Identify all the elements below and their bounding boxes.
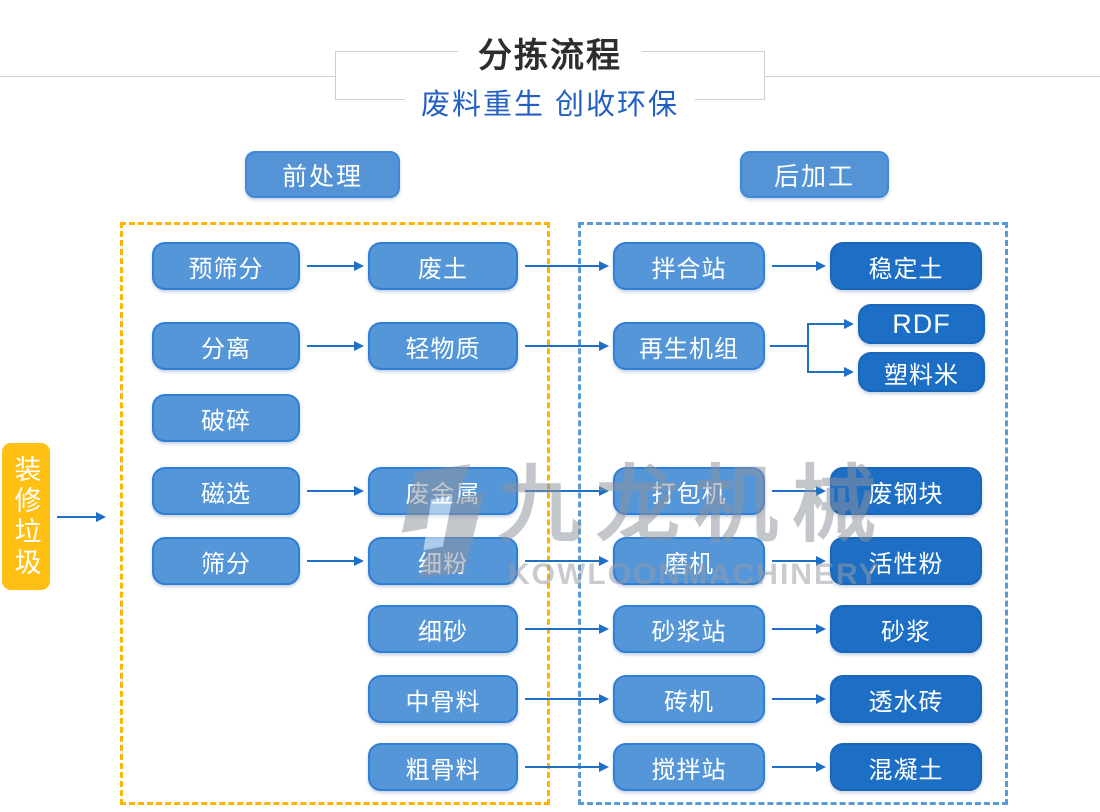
node-crushing: 破碎 bbox=[152, 394, 300, 442]
flow-arrow bbox=[772, 694, 826, 704]
page-subtitle: 废料重生 创收环保 bbox=[404, 81, 696, 123]
flow-arrow bbox=[525, 624, 609, 634]
node-fine-powder: 细粉 bbox=[368, 537, 518, 585]
header-line-right bbox=[763, 76, 1100, 77]
node-plastic-pellets: 塑料米 bbox=[858, 352, 985, 392]
flow-arrow bbox=[307, 341, 364, 351]
node-mortar: 砂浆 bbox=[830, 605, 982, 653]
node-rdf: RDF bbox=[858, 304, 985, 344]
node-coarse-aggregate: 粗骨料 bbox=[368, 743, 518, 791]
node-scrap-steel-block: 废钢块 bbox=[830, 467, 982, 515]
node-light-material: 轻物质 bbox=[368, 322, 518, 370]
flow-arrow bbox=[525, 694, 609, 704]
node-active-powder: 活性粉 bbox=[830, 537, 982, 585]
node-magnetic-separation: 磁选 bbox=[152, 467, 300, 515]
flow-arrow bbox=[525, 341, 609, 351]
node-screening: 筛分 bbox=[152, 537, 300, 585]
node-permeable-brick: 透水砖 bbox=[830, 675, 982, 723]
node-scrap-metal: 废金属 bbox=[368, 467, 518, 515]
node-source-decoration-waste: 装修垃圾 bbox=[2, 443, 50, 590]
flow-arrow bbox=[307, 556, 364, 566]
flow-arrow bbox=[807, 319, 854, 329]
node-mortar-station: 砂浆站 bbox=[613, 605, 765, 653]
flow-connector bbox=[807, 323, 809, 347]
node-concrete: 混凝土 bbox=[830, 743, 982, 791]
page-title: 分拣流程 bbox=[458, 28, 642, 77]
post-processing-region bbox=[578, 222, 1008, 805]
flow-arrow bbox=[772, 556, 826, 566]
node-mixing-station: 拌合站 bbox=[613, 242, 765, 290]
flow-arrow bbox=[525, 762, 609, 772]
flow-arrow bbox=[307, 486, 364, 496]
flow-arrow bbox=[525, 261, 609, 271]
flow-connector bbox=[770, 345, 808, 347]
pre-processing-region bbox=[120, 222, 550, 805]
flow-arrow bbox=[307, 261, 364, 271]
node-pre-screening: 预筛分 bbox=[152, 242, 300, 290]
flow-arrow bbox=[772, 261, 826, 271]
flow-arrow bbox=[772, 624, 826, 634]
flow-arrow bbox=[525, 556, 609, 566]
node-separation: 分离 bbox=[152, 322, 300, 370]
flow-arrow bbox=[807, 367, 854, 377]
node-mixing-plant: 搅拌站 bbox=[613, 743, 765, 791]
node-regeneration-unit: 再生机组 bbox=[613, 322, 765, 370]
node-baler: 打包机 bbox=[613, 467, 765, 515]
node-brick-machine: 砖机 bbox=[613, 675, 765, 723]
flow-connector bbox=[807, 345, 809, 373]
flow-arrow bbox=[525, 486, 609, 496]
stage-label-pre-processing: 前处理 bbox=[245, 151, 400, 198]
node-medium-aggregate: 中骨料 bbox=[368, 675, 518, 723]
header-line-left bbox=[0, 76, 335, 77]
node-mill: 磨机 bbox=[613, 537, 765, 585]
node-fine-sand: 细砂 bbox=[368, 605, 518, 653]
stage-label-post-processing: 后加工 bbox=[740, 151, 889, 198]
node-stabilized-soil: 稳定土 bbox=[830, 242, 982, 290]
flow-arrow bbox=[57, 512, 106, 522]
flow-arrow bbox=[772, 486, 826, 496]
flow-arrow bbox=[772, 762, 826, 772]
node-waste-soil: 废土 bbox=[368, 242, 518, 290]
